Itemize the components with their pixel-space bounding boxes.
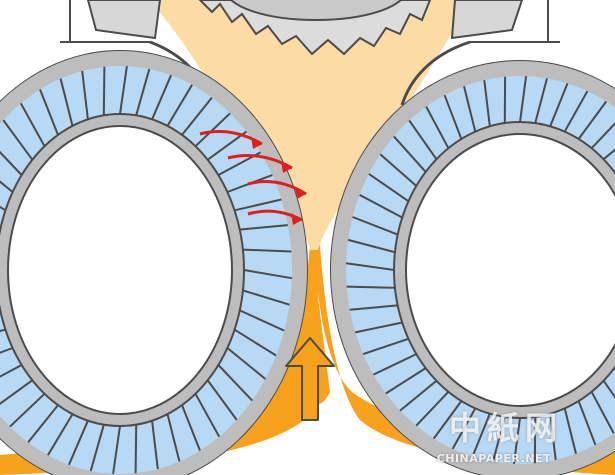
right-roll-spoke [345,262,395,271]
left-roll-spoke [151,420,159,470]
right-roll-spoke [379,153,417,187]
left-roll-spoke [166,84,193,127]
right-roll-spoke [602,128,615,160]
right-roll-spoke [512,417,521,465]
left-roll-spoke [217,364,253,402]
left-roll-spoke [0,347,13,366]
left-roll-spoke [234,328,277,357]
left-roll-spoke [0,379,33,410]
right-roll-spoke [602,380,615,421]
left-roll-spoke [151,74,173,120]
left-roll-spoke [194,112,231,147]
right-roll-spoke [349,304,398,311]
left-roll-spoke [135,68,151,116]
left-roll-spoke [47,413,74,456]
left-roll-spoke [0,364,23,389]
left-roll-spoke [239,224,288,231]
left-roll-spoke [19,102,46,147]
left-roll-spoke [0,160,14,193]
left-roll-spoke [207,130,247,161]
right-roll-spoke [352,216,399,236]
watermark-logo: 中紙网 [448,409,563,447]
left-roll-spoke [234,198,282,212]
left-roll-spoke [0,138,23,176]
right-roll-spoke [346,285,395,289]
right-roll-spoke [425,106,450,149]
left-forming-roll [0,50,308,475]
right-roll-spoke [577,100,608,140]
headbox [60,0,560,106]
right-roll-spoke [451,407,477,450]
right-roll-spoke [408,119,438,160]
left-roll-spoke [39,89,59,136]
drainage-arrow-head [295,187,306,199]
left-roll-spoke [239,309,285,332]
left-roll-spoke [67,420,89,466]
right-roll-spoke [590,391,615,434]
right-roll-spoke [399,380,438,412]
drainage-arrow-head [281,161,292,173]
jet-guide-right [400,40,471,106]
left-roll-spoke [226,347,267,380]
left-roll-spoke [2,119,34,161]
left-roll-spoke [112,425,121,474]
left-roll-spoke [59,78,74,127]
right-roll-spoke [393,135,427,173]
right-roll-spoke [549,413,557,461]
drainage-arrow-head [291,213,302,225]
right-roll-spoke [368,173,409,203]
slice-lip-left [86,0,162,40]
slice-lip-right [450,0,524,40]
right-roll-spoke [534,78,548,124]
left-roll-spoke [181,404,201,451]
left-roll-spoke [194,393,221,438]
left-roll-spoke [89,424,105,472]
pulp-jet [150,0,470,250]
left-roll-spoke [9,393,46,428]
right-roll-spokes [345,75,615,465]
jet-arrow-up [285,337,335,421]
right-roll-spoke [385,367,427,395]
left-roll-spoke [206,379,238,421]
right-roll-spoke [563,408,577,454]
watermark-url: CHINAPAPER.NET [436,452,551,465]
left-roll-spoke [166,413,181,462]
breast-roll [229,0,403,21]
left-roll-spoke [181,96,213,136]
right-roll-spoke [362,337,409,356]
right-roll-spoke [471,413,491,457]
left-roll-spoke [27,404,59,444]
right-roll-spoke [492,416,506,462]
left-roll-spoke [119,66,128,115]
right-roll-spoke [549,83,569,127]
left-roll-spoke [243,269,293,280]
right-roll-spoke [590,113,615,149]
left-roll-spoke [81,70,89,120]
right-roll-spoke [483,79,491,127]
right-roll-spoke [563,90,589,133]
left-roll-spoke [134,424,138,474]
right-roll-spoke [415,391,450,427]
left-roll-spokes [0,66,293,474]
right-roll-spoke [443,94,463,140]
right-roll-spoke [347,238,396,254]
left-roll-spoke [102,66,106,116]
right-roll-spoke [432,400,463,440]
right-roll-spoke [359,194,403,219]
left-roll-core [7,125,233,415]
right-roll-spoke [519,75,528,123]
right-roll-core [405,133,615,407]
left-roll-spoke [242,289,290,306]
left-roll-spoke [242,248,292,253]
drainage-arrow-head [251,137,262,149]
right-roll-spoke [372,353,417,376]
drainage-arrows [199,130,307,225]
right-roll-spoke [577,400,597,446]
right-forming-roll [330,60,615,475]
right-roll-spoke [463,86,477,132]
right-roll-spoke [354,321,403,334]
